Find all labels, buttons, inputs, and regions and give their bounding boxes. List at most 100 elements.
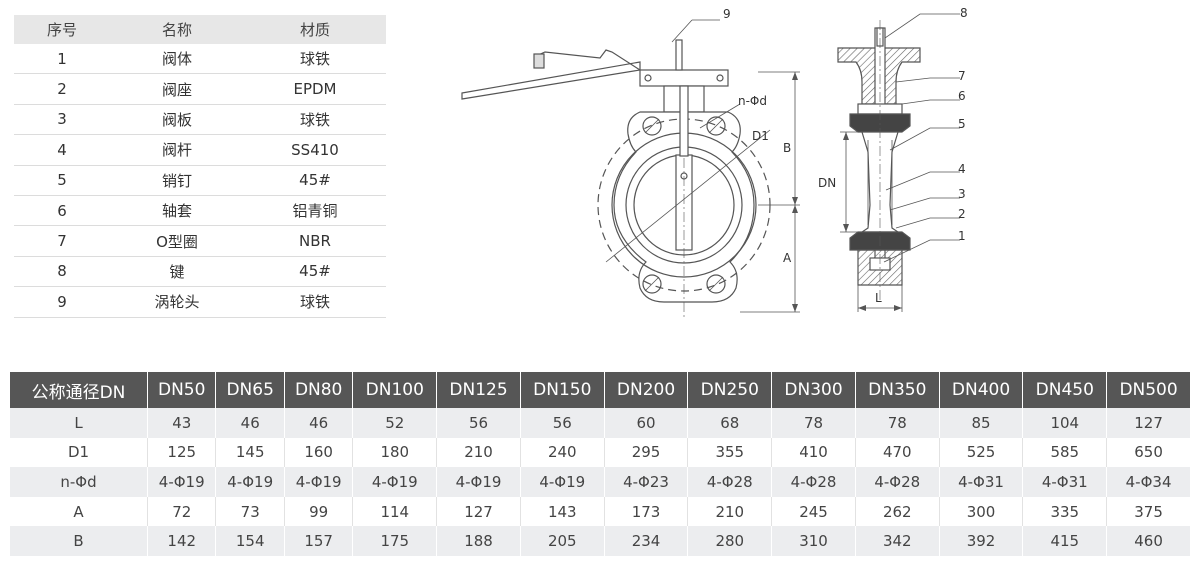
lever-grip xyxy=(535,49,641,71)
dims-header-cell: DN100 xyxy=(352,372,437,408)
dims-cell: 262 xyxy=(854,496,939,527)
dims-cell: 355 xyxy=(687,437,772,468)
dims-cell: 154 xyxy=(215,526,284,556)
parts-cell: 9 xyxy=(14,286,110,318)
dims-row-label: B xyxy=(10,526,147,556)
dims-cell: 342 xyxy=(854,526,939,556)
dims-header-cell: DN50 xyxy=(147,372,216,408)
label-6: 6 xyxy=(958,89,966,103)
dims-cell: 4-Φ34 xyxy=(1106,467,1190,497)
dims-cell: 240 xyxy=(519,437,604,468)
parts-cell: 45# xyxy=(244,165,386,196)
dims-cell: 4-Φ31 xyxy=(938,467,1023,497)
dims-cell: 585 xyxy=(1022,437,1107,468)
parts-cell: 5 xyxy=(14,165,110,196)
parts-cell: 涡轮头 xyxy=(110,286,244,318)
dims-cell: 335 xyxy=(1022,496,1107,527)
dims-cell: 56 xyxy=(519,408,604,438)
dims-cell: 4-Φ28 xyxy=(687,467,772,497)
dims-header-cell: DN150 xyxy=(519,372,604,408)
dims-cell: 375 xyxy=(1106,496,1190,527)
parts-header-cell: 名称 xyxy=(110,15,244,44)
dims-header-cell: DN500 xyxy=(1106,372,1190,408)
dims-cell: 210 xyxy=(687,496,772,527)
parts-cell: 阀板 xyxy=(110,104,244,136)
parts-cell: 阀体 xyxy=(110,44,244,75)
dims-header-cell: 公称通径DN xyxy=(10,372,147,408)
dims-cell: 127 xyxy=(1106,408,1190,438)
parts-cell: 销钉 xyxy=(110,165,244,196)
lever-spring xyxy=(533,53,545,69)
dims-cell: 127 xyxy=(436,496,520,527)
dims-cell: 392 xyxy=(938,526,1023,556)
label-7: 7 xyxy=(958,69,966,83)
parts-header-row: 序号 名称 材质 xyxy=(14,15,386,44)
dims-cell: 175 xyxy=(352,526,437,556)
dims-header-cell: DN125 xyxy=(436,372,520,408)
dims-cell: 310 xyxy=(771,526,855,556)
dims-cell: 525 xyxy=(938,437,1023,468)
dims-cell: 300 xyxy=(938,496,1023,527)
dims-cell: 56 xyxy=(436,408,520,438)
valve-drawing: n-Φd D1 B A 9 xyxy=(461,6,968,318)
dims-cell: 4-Φ19 xyxy=(436,467,520,497)
dims-row-label: A xyxy=(10,496,147,527)
parts-cell: 球铁 xyxy=(244,104,386,136)
parts-cell: 7 xyxy=(14,225,110,257)
label-dn: DN xyxy=(818,176,836,190)
parts-cell: 铝青铜 xyxy=(244,195,386,227)
label-9: 9 xyxy=(723,7,731,21)
dims-cell: 460 xyxy=(1106,526,1190,556)
dims-header-row: 公称通径DN DN50 DN65 DN80 DN100 DN125 DN150 … xyxy=(10,372,1190,408)
dims-cell: 415 xyxy=(1022,526,1107,556)
parts-cell: 球铁 xyxy=(244,44,386,75)
dims-cell: 173 xyxy=(603,496,688,527)
parts-cell: 4 xyxy=(14,134,110,166)
dims-cell: 4-Φ19 xyxy=(352,467,437,497)
dims-header-cell: DN80 xyxy=(283,372,353,408)
dims-cell: 60 xyxy=(603,408,688,438)
dims-cell: 114 xyxy=(352,496,437,527)
dims-cell: 234 xyxy=(603,526,688,556)
dims-cell: 4-Φ19 xyxy=(147,467,216,497)
dims-cell: 160 xyxy=(283,437,353,468)
label-a: A xyxy=(783,251,792,265)
parts-cell: 阀杆 xyxy=(110,134,244,166)
dims-cell: 4-Φ23 xyxy=(603,467,688,497)
dims-header-cell: DN300 xyxy=(771,372,855,408)
dims-cell: 295 xyxy=(603,437,688,468)
dims-cell: 650 xyxy=(1106,437,1190,468)
label-3: 3 xyxy=(958,187,966,201)
dims-row-label: n-Φd xyxy=(10,467,147,497)
dims-cell: 104 xyxy=(1022,408,1107,438)
parts-cell: EPDM xyxy=(244,73,386,105)
dims-cell: 4-Φ19 xyxy=(283,467,353,497)
dims-cell: 43 xyxy=(147,408,216,438)
dims-header-cell: DN350 xyxy=(854,372,939,408)
parts-header-cell: 序号 xyxy=(14,15,110,44)
label-4: 4 xyxy=(958,162,966,176)
dims-cell: 280 xyxy=(687,526,772,556)
dims-header-cell: DN450 xyxy=(1022,372,1107,408)
dims-cell: 4-Φ28 xyxy=(854,467,939,497)
parts-cell: 阀座 xyxy=(110,73,244,105)
front-view xyxy=(461,19,800,318)
dims-cell: 46 xyxy=(215,408,284,438)
parts-cell: 键 xyxy=(110,256,244,288)
dims-cell: 73 xyxy=(215,496,284,527)
side-view xyxy=(837,13,960,312)
dims-header-cell: DN400 xyxy=(938,372,1023,408)
dims-cell: 4-Φ28 xyxy=(771,467,855,497)
